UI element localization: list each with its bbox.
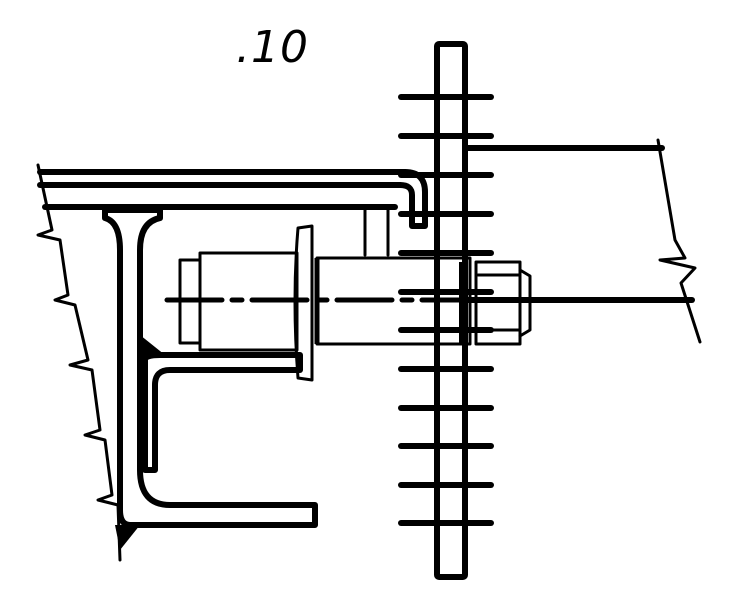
- right-beam: [462, 138, 702, 344]
- detail-label: .10: [236, 22, 309, 73]
- top-plate: [37, 169, 428, 257]
- channel-section: [102, 207, 318, 528]
- plate-tick-marks: [398, 94, 494, 526]
- left-break-line: [36, 163, 122, 562]
- angle-cleat: [115, 335, 303, 550]
